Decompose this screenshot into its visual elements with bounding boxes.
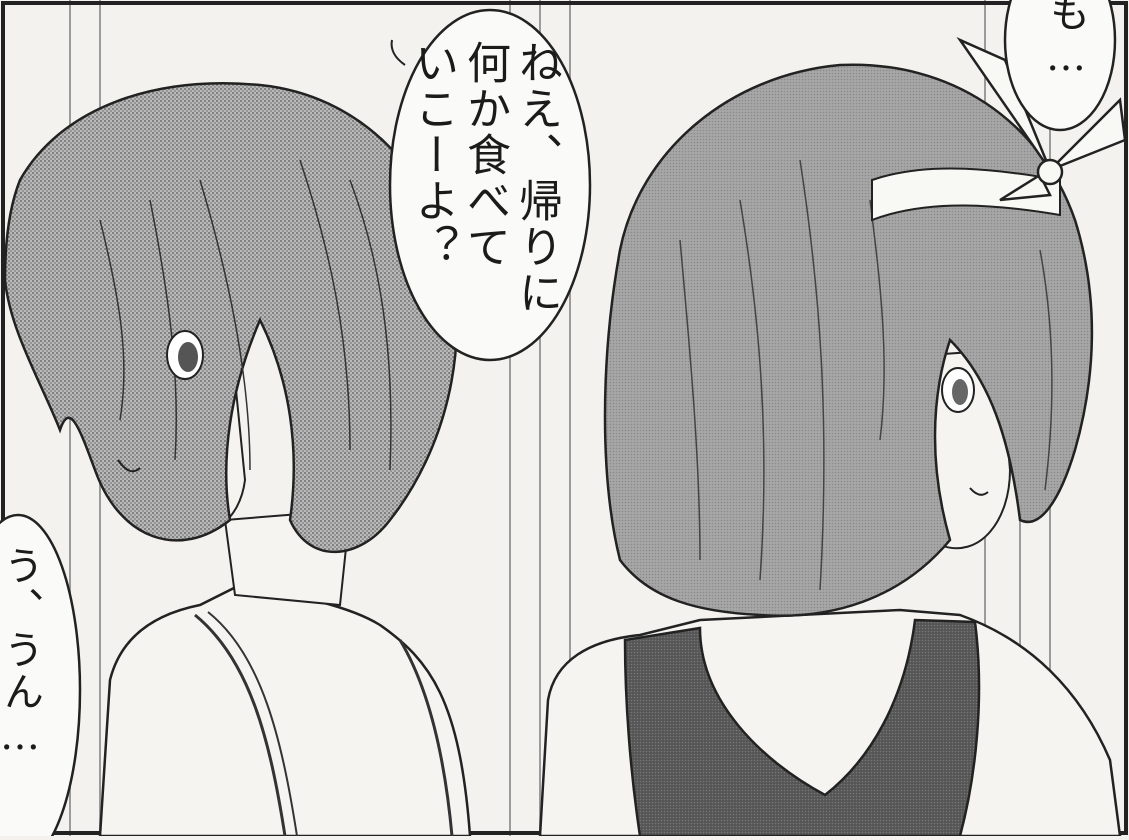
speech-bubble-topright xyxy=(1003,0,1117,132)
speech-bubble-left xyxy=(0,513,82,840)
right-girl-top xyxy=(623,618,981,838)
right-girl xyxy=(538,37,1127,838)
speech-bubble-main xyxy=(388,8,592,362)
right-girl-headband xyxy=(871,167,1061,222)
left-girl-hair xyxy=(3,82,459,554)
ribbon-bow xyxy=(956,37,1127,202)
left-girl xyxy=(3,82,472,838)
